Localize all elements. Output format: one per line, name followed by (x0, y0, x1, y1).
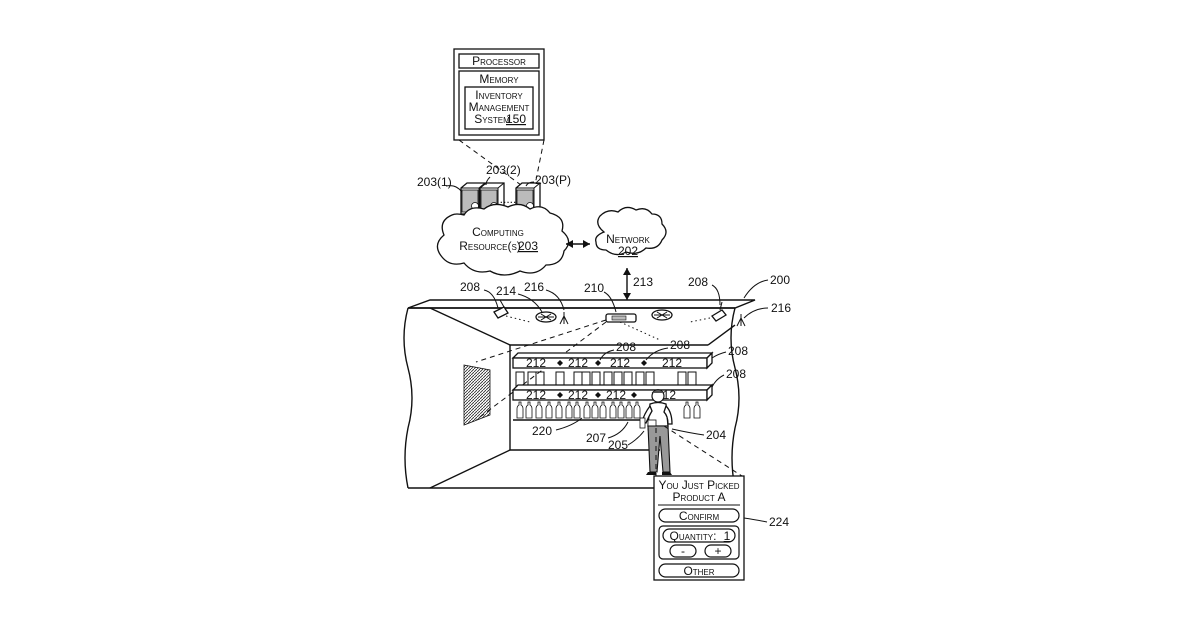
camera-left-icon (494, 300, 530, 322)
device-projection-right (664, 426, 742, 476)
product-row-bottles (517, 402, 700, 418)
leader-216-right (744, 308, 768, 318)
minus-label: - (681, 544, 685, 558)
bottle-icon (536, 402, 542, 418)
decrement-button[interactable]: - (670, 544, 696, 558)
processor-label: Processor (472, 54, 526, 68)
ref-213: 213 (633, 275, 653, 289)
display-panel (464, 365, 490, 425)
confirm-label: Confirm (679, 509, 720, 523)
ref-208-right: 208 (688, 275, 708, 289)
leader-208-shelf1 (712, 352, 726, 358)
bottle-icon (684, 402, 690, 418)
shelf-tag-212: 212 (610, 356, 630, 370)
bottle-icon (634, 402, 640, 418)
bottle-icon (694, 402, 700, 418)
quantity-value: 1 (724, 529, 731, 543)
arrow-network-facility (623, 268, 631, 300)
computing-resources-cloud: Computing Resource(s) 203 (437, 204, 568, 275)
antenna-left-icon (560, 312, 568, 324)
increment-button[interactable]: + (705, 544, 731, 558)
computing-label-line1: Computing (472, 225, 524, 239)
ref-208-shelf-right2: 208 (726, 367, 746, 381)
ims-label-line3: System (474, 112, 510, 126)
quantity-field[interactable]: Quantity: 1 (663, 529, 735, 543)
confirm-button[interactable]: Confirm (659, 509, 739, 523)
ref-216-right: 216 (771, 301, 791, 315)
bottle-icon (610, 402, 616, 418)
quantity-control: Quantity: 1 - + (659, 526, 739, 559)
quantity-label: Quantity: (670, 529, 717, 543)
ref-205: 205 (608, 438, 628, 452)
ref-210: 210 (584, 281, 604, 295)
leader-207 (608, 422, 628, 438)
shelf-tag-212: 212 (526, 388, 546, 402)
bottle-icon (600, 402, 606, 418)
arrow-cloud-network (566, 240, 590, 248)
ref-214: 214 (496, 284, 516, 298)
shelf-unit: 212 212 212 212 212 212 212 212 (513, 353, 712, 420)
bottle-icon (574, 402, 580, 418)
leader-200 (744, 280, 768, 298)
ref-204: 204 (706, 428, 726, 442)
bottle-icon (546, 402, 552, 418)
leader-210 (604, 292, 616, 312)
ref-224: 224 (769, 515, 789, 529)
product-row-boxes (516, 372, 696, 386)
ref-216-left: 216 (524, 280, 544, 294)
bottle-icon (566, 402, 572, 418)
network-ref: 202 (618, 244, 638, 258)
leader-204 (672, 429, 704, 435)
ref-208-left: 208 (460, 280, 480, 294)
bottle-icon (592, 402, 598, 418)
ims-ref: 150 (506, 112, 526, 126)
projector-icon (606, 314, 660, 340)
bottle-icon (517, 402, 523, 418)
shelf-tag-212: 212 (526, 356, 546, 370)
leader-208-shelf2 (712, 375, 724, 387)
bottle-icon (618, 402, 624, 418)
ref-203-p: 203(P) (535, 173, 571, 187)
computing-ref: 203 (518, 239, 538, 253)
antenna-right-icon (737, 314, 745, 326)
bottle-icon (626, 402, 632, 418)
shelf-tag-212: 212 (568, 356, 588, 370)
ref-203-1: 203(1) (417, 175, 452, 189)
ref-208-shelf-top1: 208 (616, 340, 636, 354)
device-ui-panel: You Just Picked Product A Confirm Quanti… (654, 476, 744, 580)
ref-208-shelf-right1: 208 (728, 344, 748, 358)
other-label: Other (683, 564, 714, 578)
leader-205 (628, 431, 644, 445)
shelf-tag-212: 212 (568, 388, 588, 402)
leader-208-right (712, 285, 720, 305)
device-header-line2: Product A (673, 490, 726, 504)
server-ellipsis: ..... (500, 192, 517, 206)
other-button[interactable]: Other (659, 564, 739, 578)
bottle-icon (526, 402, 532, 418)
shelf-tag-212: 212 (606, 388, 626, 402)
ref-207: 207 (586, 431, 606, 445)
computing-label-line2: Resource(s) (459, 239, 521, 253)
plus-label: + (714, 544, 721, 558)
ref-200: 200 (770, 273, 790, 287)
bottle-icon (556, 402, 562, 418)
network-cloud: Network 202 (596, 207, 666, 258)
ref-208-shelf-top2: 208 (670, 338, 690, 352)
ref-220: 220 (532, 424, 552, 438)
ref-203-2: 203(2) (486, 163, 521, 177)
leader-214 (518, 294, 542, 312)
memory-label: Memory (479, 72, 519, 86)
leader-224 (744, 518, 767, 522)
camera-right-icon (690, 302, 726, 322)
bottle-icon (584, 402, 590, 418)
shelf-tag-212: 212 (662, 356, 682, 370)
processor-box: Processor Memory Inventory Management Sy… (454, 49, 544, 140)
